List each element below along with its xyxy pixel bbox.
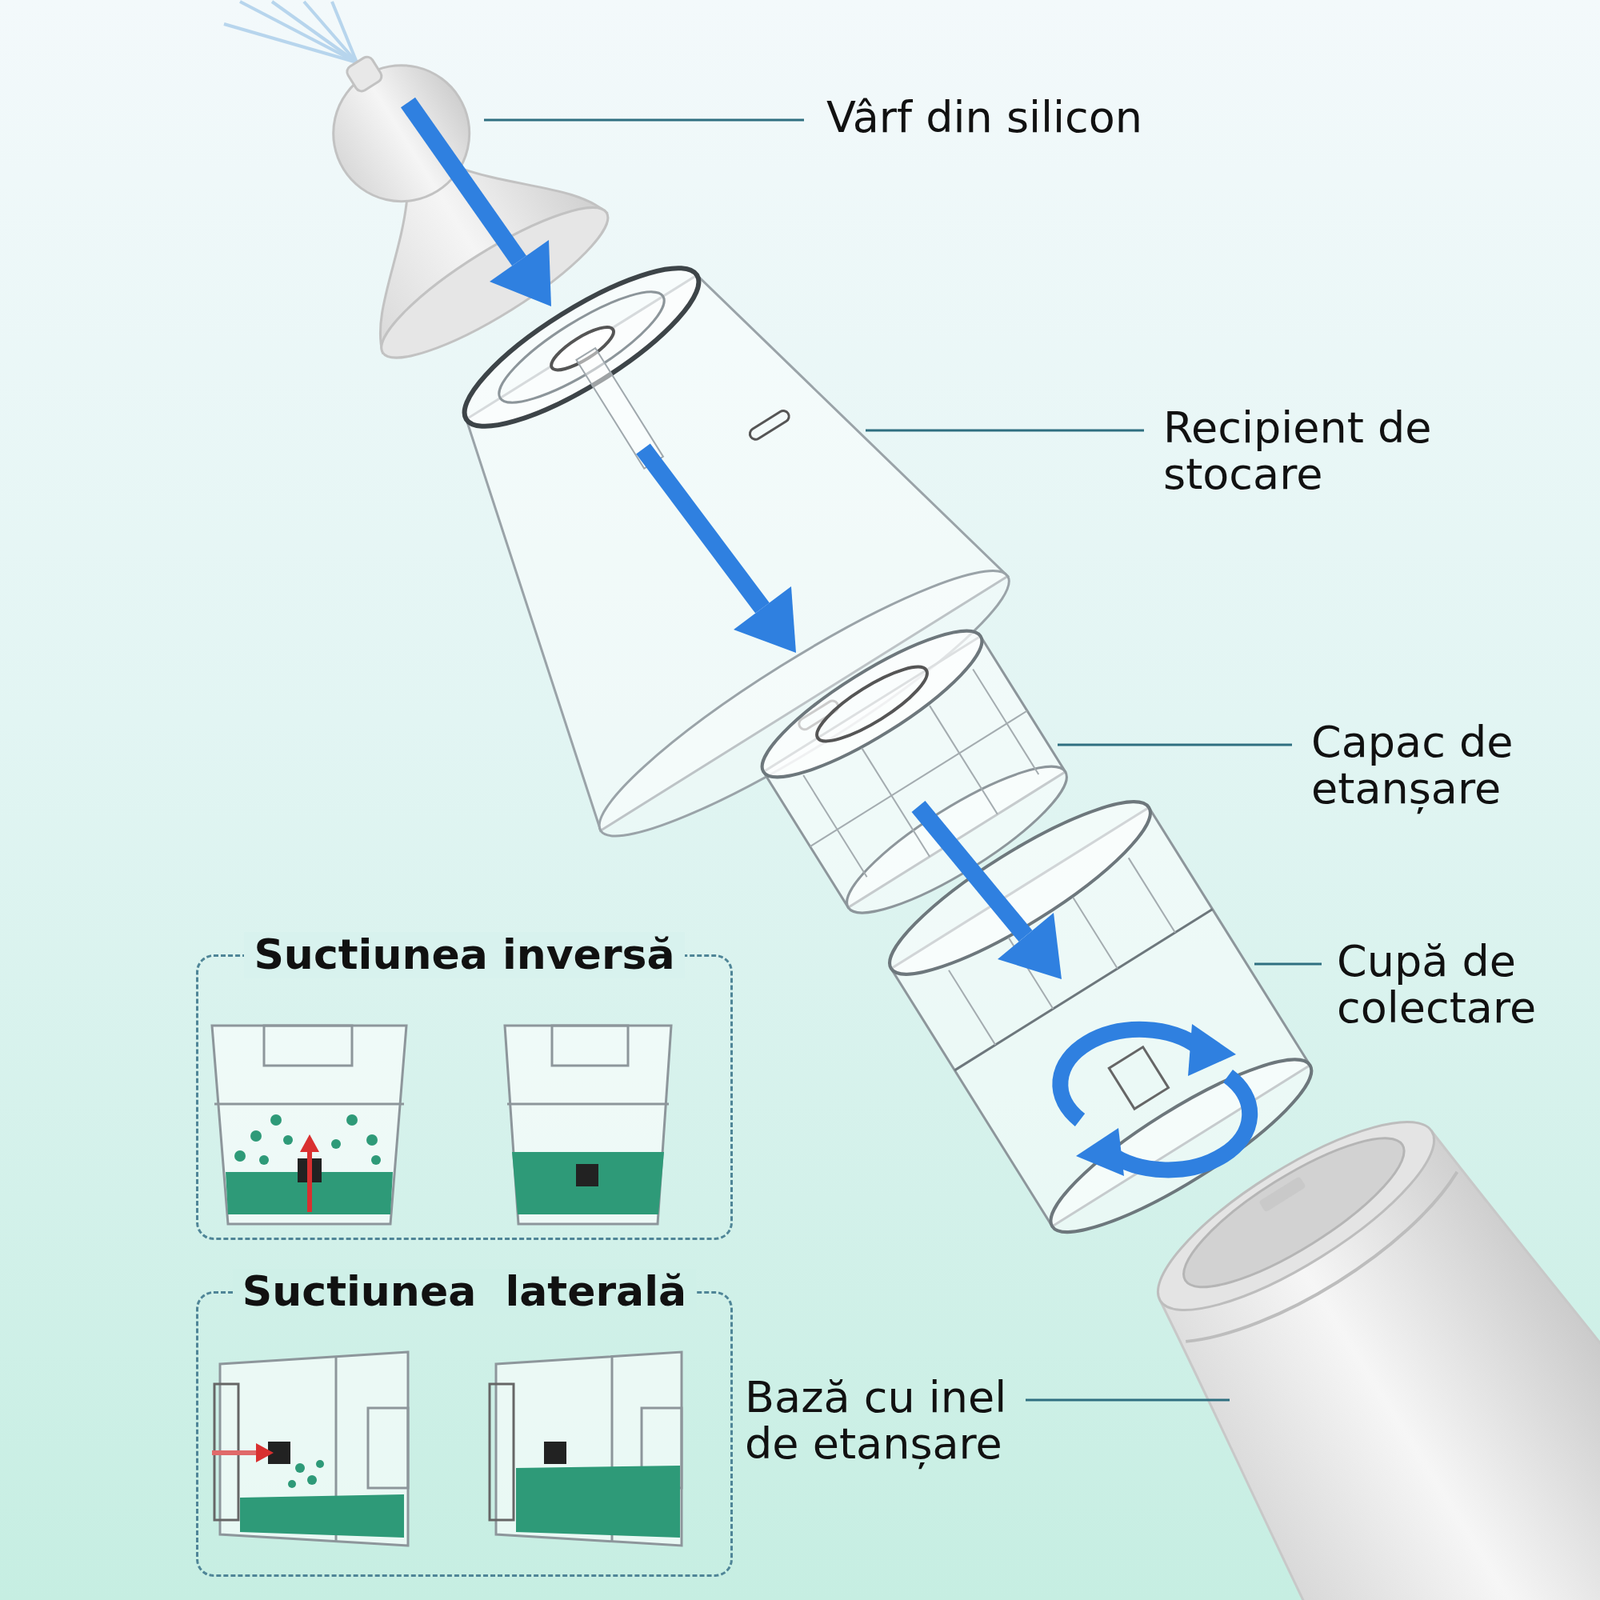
arrow-head <box>1188 1024 1236 1076</box>
part-label: Cupă de colectare <box>1336 938 1585 1032</box>
suction-panel: Suctiunea inversă <box>196 954 733 1240</box>
panel-heading: Suctiunea inversă <box>244 932 684 978</box>
leader-line <box>484 120 1322 1400</box>
panel-heading: Suctiunea laterală <box>232 1268 696 1315</box>
part-label: Vârf din silicon <box>826 94 1143 141</box>
base-body <box>1080 1056 1600 1600</box>
part-label: Recipient de stocare <box>1163 404 1508 499</box>
part-label: Capac de etanșare <box>1311 719 1568 813</box>
mini-cup <box>489 1352 682 1546</box>
mini-cup <box>504 1025 672 1224</box>
suction-panel: Suctiunea laterală <box>196 1291 733 1577</box>
part-label: Bază cu inel de etanșare <box>744 1374 1033 1468</box>
arrow-head <box>1076 1128 1124 1176</box>
mini-cup <box>212 1352 408 1546</box>
mini-cup <box>212 1025 407 1224</box>
flow-arrow <box>408 102 1062 980</box>
spray <box>224 1 357 63</box>
